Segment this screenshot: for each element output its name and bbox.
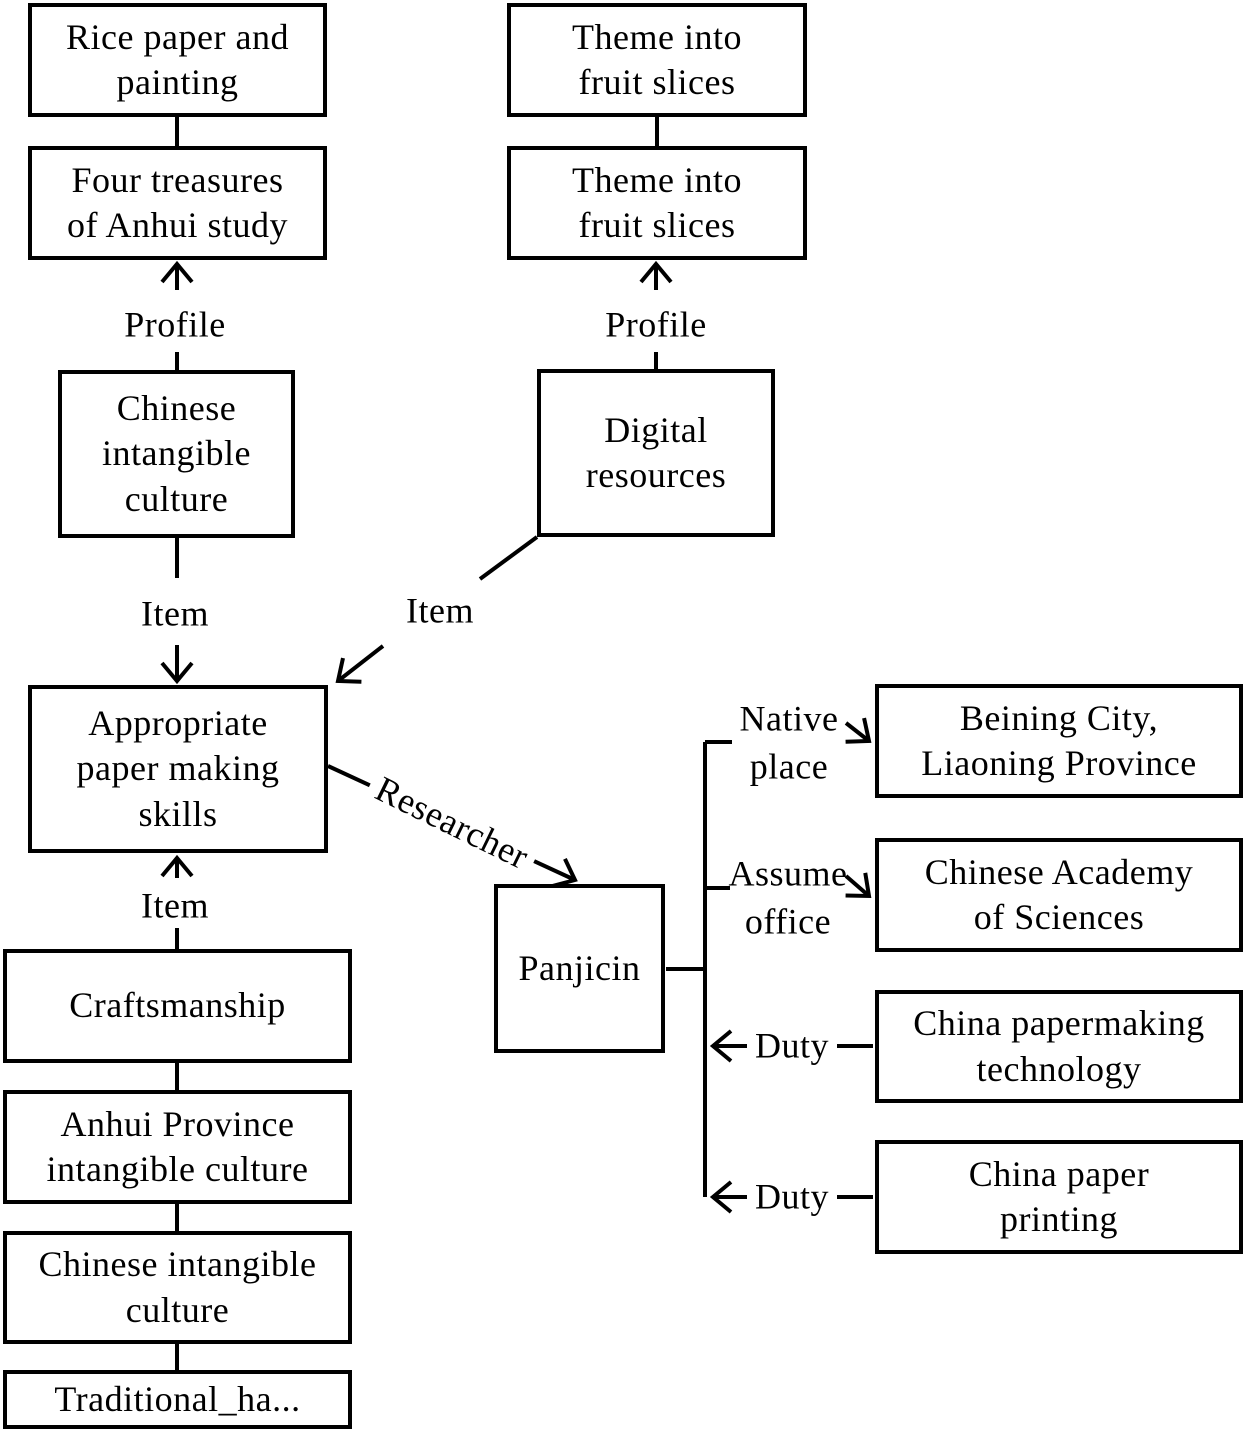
node-digital-resources: Digital resources bbox=[537, 369, 775, 537]
node-beining-city: Beining City, Liaoning Province bbox=[875, 684, 1243, 798]
node-four-treasures: Four treasures of Anhui study bbox=[28, 146, 327, 260]
node-china-paper-printing: China paper printing bbox=[875, 1140, 1243, 1254]
edge-label-native-place: Native place bbox=[739, 698, 839, 786]
node-theme-fruit-bottom-label: Theme into fruit slices bbox=[572, 159, 742, 245]
node-anhui-intangible-label: Anhui Province intangible culture bbox=[46, 1103, 309, 1189]
node-rice-paper: Rice paper and painting bbox=[28, 3, 327, 117]
node-theme-fruit-bottom: Theme into fruit slices bbox=[507, 146, 807, 260]
edge-label-profile-left: Profile bbox=[124, 304, 226, 345]
edge-item-mid-arrow bbox=[335, 644, 385, 684]
node-chinese-academy: Chinese Academy of Sciences bbox=[875, 838, 1243, 952]
edge-label-item-mid: Item bbox=[406, 590, 474, 631]
node-chinese-intangible-bottom: Chinese intangible culture bbox=[3, 1231, 352, 1344]
edge-label-item-left: Item bbox=[141, 593, 209, 634]
node-digital-resources-label: Digital resources bbox=[585, 409, 727, 495]
node-traditional-ha: Traditional_ha... bbox=[3, 1370, 352, 1429]
edge-assume-arrow bbox=[844, 872, 872, 899]
edge-native-arrow bbox=[844, 717, 872, 744]
node-craftsmanship-label: Craftsmanship bbox=[69, 985, 286, 1026]
node-china-paper-printing-label: China paper printing bbox=[968, 1153, 1150, 1239]
edge-item-mid-stub bbox=[478, 535, 539, 581]
node-china-papermaking-label: China papermaking technology bbox=[913, 1003, 1205, 1089]
node-panjicin-label: Panjicin bbox=[518, 947, 641, 988]
node-chinese-academy-label: Chinese Academy of Sciences bbox=[924, 851, 1194, 937]
node-theme-fruit-top-label: Theme into fruit slices bbox=[572, 16, 742, 102]
edge-label-duty-2: Duty bbox=[747, 1173, 837, 1221]
node-four-treasures-label: Four treasures of Anhui study bbox=[66, 159, 288, 245]
node-appropriate-skills-label: Appropriate paper making skills bbox=[76, 702, 280, 834]
node-panjicin: Panjicin bbox=[494, 884, 665, 1053]
edge-label-item-bottom: Item bbox=[141, 885, 209, 926]
node-chinese-intangible-bottom-label: Chinese intangible culture bbox=[38, 1244, 317, 1330]
node-chinese-intangible-top-label: Chinese intangible culture bbox=[102, 387, 251, 519]
edge-label-assume-office: Assume office bbox=[728, 853, 848, 941]
node-china-papermaking: China papermaking technology bbox=[875, 990, 1243, 1103]
node-traditional-ha-label: Traditional_ha... bbox=[54, 1378, 301, 1419]
node-beining-city-label: Beining City, Liaoning Province bbox=[921, 697, 1197, 783]
node-appropriate-skills: Appropriate paper making skills bbox=[28, 685, 328, 853]
edge-label-profile-right: Profile bbox=[605, 304, 707, 345]
edge-label-duty-1: Duty bbox=[747, 1022, 837, 1070]
node-craftsmanship: Craftsmanship bbox=[3, 949, 352, 1063]
node-theme-fruit-top: Theme into fruit slices bbox=[507, 3, 807, 117]
node-anhui-intangible: Anhui Province intangible culture bbox=[3, 1090, 352, 1204]
node-rice-paper-label: Rice paper and painting bbox=[66, 16, 289, 102]
node-chinese-intangible-top: Chinese intangible culture bbox=[58, 370, 295, 538]
